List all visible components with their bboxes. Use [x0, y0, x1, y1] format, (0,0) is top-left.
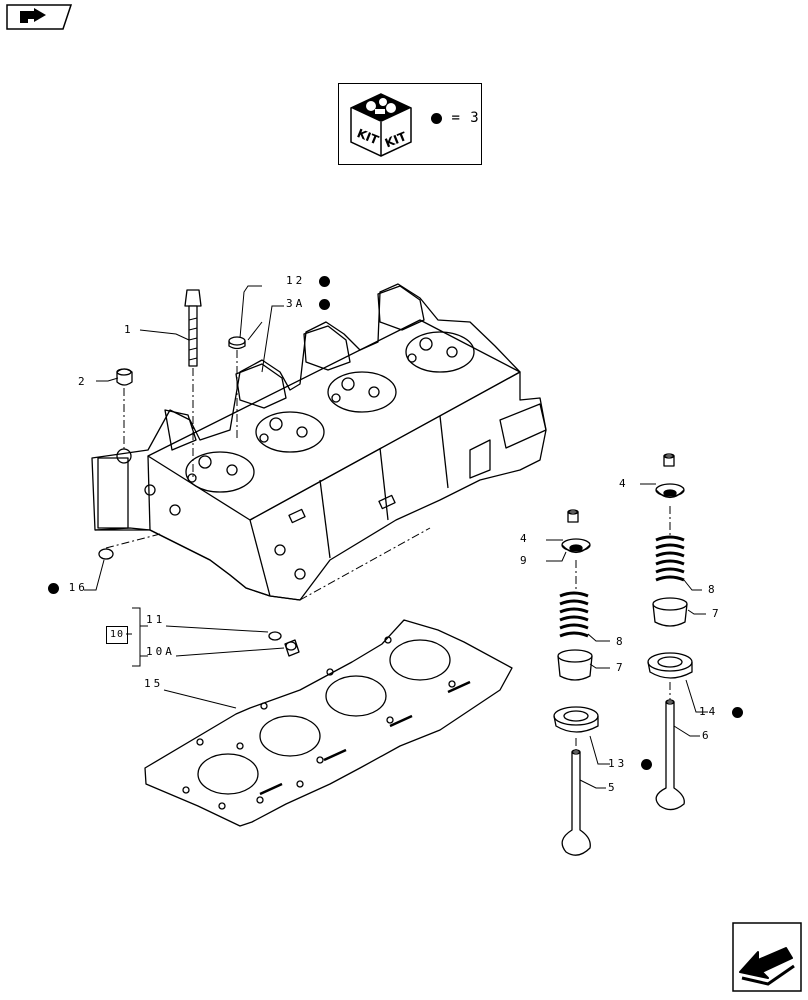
- callout-2: 2: [78, 375, 88, 388]
- nav-back-arrow-icon: [6, 4, 73, 30]
- callout-14: 14: [699, 706, 743, 718]
- callout-9: 9: [520, 554, 530, 567]
- callout-8-left: 8: [616, 635, 626, 648]
- leader-lines: [84, 285, 708, 789]
- nav-previous-button[interactable]: [6, 4, 73, 30]
- kit-box-icon: KIT KIT: [350, 93, 412, 157]
- valve-assembly-right: [647, 453, 693, 811]
- valve-assembly-left: [553, 509, 599, 856]
- nav-next-arrow-icon: [732, 922, 802, 992]
- callout-15: 15: [144, 677, 164, 690]
- kit-note-text: = 3: [451, 110, 480, 126]
- bullet-dot: [640, 758, 652, 770]
- callout-7-left: 7: [616, 661, 626, 674]
- bullet-dot: [731, 706, 743, 718]
- bullet-dot: [318, 298, 330, 310]
- callout-6: 6: [702, 729, 712, 742]
- nav-next-button[interactable]: [732, 922, 802, 992]
- kit-note: = 3: [431, 110, 480, 126]
- head-bolt: [184, 289, 202, 367]
- callout-1: 1: [124, 323, 134, 336]
- callout-7-right: 7: [712, 607, 722, 620]
- callout-10a: 10A: [146, 645, 175, 658]
- callout-16-text: 16: [68, 581, 88, 594]
- callout-4-left: 4: [520, 532, 530, 545]
- callout-13-text: 13: [608, 757, 628, 770]
- bullet-dot: [318, 275, 330, 287]
- kit-legend: KIT KIT = 3: [338, 83, 482, 165]
- callout-13: 13: [608, 758, 652, 770]
- callout-3a-text: 3A: [286, 297, 306, 310]
- callout-11: 11: [146, 613, 166, 626]
- callout-10-box: 10: [106, 626, 128, 644]
- head-gasket: [144, 619, 513, 827]
- callout-5: 5: [608, 781, 618, 794]
- sleeve: [116, 368, 133, 386]
- callout-3a: 3A: [286, 298, 330, 310]
- cylinder-head: [91, 283, 547, 601]
- callout-16: 16: [48, 582, 88, 594]
- callout-14-text: 14: [699, 705, 719, 718]
- callout-12: 12: [286, 275, 330, 287]
- bullet-dot: [48, 582, 59, 594]
- bullet-dot: [431, 112, 442, 124]
- callout-12-text: 12: [286, 274, 306, 287]
- alignment-lines: [105, 350, 671, 750]
- callout-4-right: 4: [619, 477, 629, 490]
- callout-8-right: 8: [708, 583, 718, 596]
